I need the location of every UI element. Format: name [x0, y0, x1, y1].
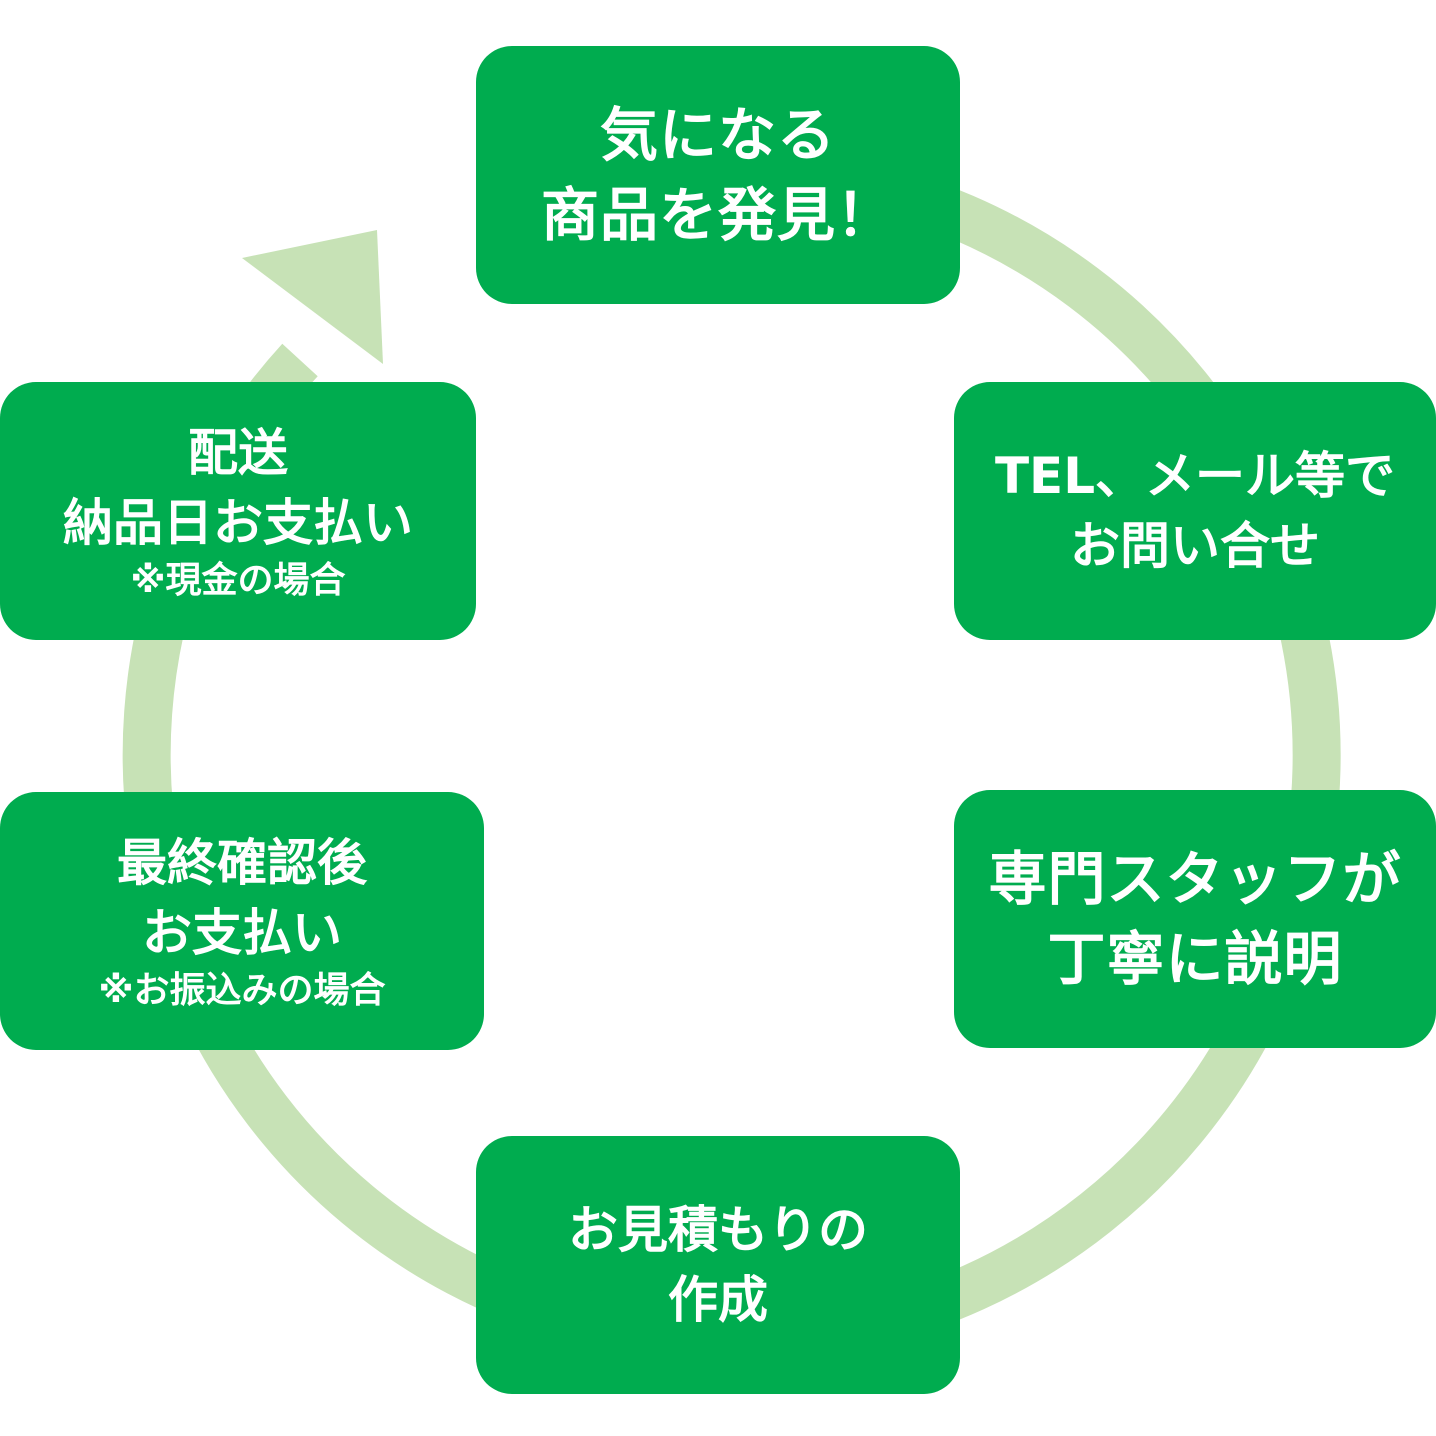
step-final-payment-line-1: 最終確認後	[117, 833, 367, 892]
step-quotation-line-2: 作成	[668, 1271, 768, 1329]
step-find-product-line-2: 商品を発見！	[540, 181, 895, 249]
step-delivery-line-1: 配送	[188, 423, 288, 482]
step-contact-line-1: TEL、メール等で	[994, 447, 1396, 505]
step-delivery-note: ※現金の場合	[130, 559, 346, 601]
step-staff-explanation: 専門スタッフが 丁寧に説明	[954, 790, 1436, 1048]
step-find-product: 気になる 商品を発見！	[476, 46, 960, 304]
step-staff-explanation-line-2: 丁寧に説明	[1047, 925, 1343, 993]
step-quotation: お見積もりの 作成	[476, 1136, 960, 1394]
step-delivery: 配送 納品日お支払い ※現金の場合	[0, 382, 476, 640]
step-final-payment-line-2: お支払い	[142, 903, 342, 962]
step-quotation-line-1: お見積もりの	[568, 1201, 868, 1259]
cycle-arrowhead	[242, 230, 383, 364]
step-contact-line-2: お問い合せ	[1070, 517, 1320, 575]
step-delivery-line-2: 納品日お支払い	[63, 493, 413, 552]
step-contact: TEL、メール等で お問い合せ	[954, 382, 1436, 640]
step-find-product-line-1: 気になる	[599, 100, 836, 169]
step-staff-explanation-line-1: 専門スタッフが	[988, 844, 1402, 913]
step-final-payment-note: ※お振込みの場合	[98, 969, 386, 1011]
step-final-payment: 最終確認後 お支払い ※お振込みの場合	[0, 792, 484, 1050]
